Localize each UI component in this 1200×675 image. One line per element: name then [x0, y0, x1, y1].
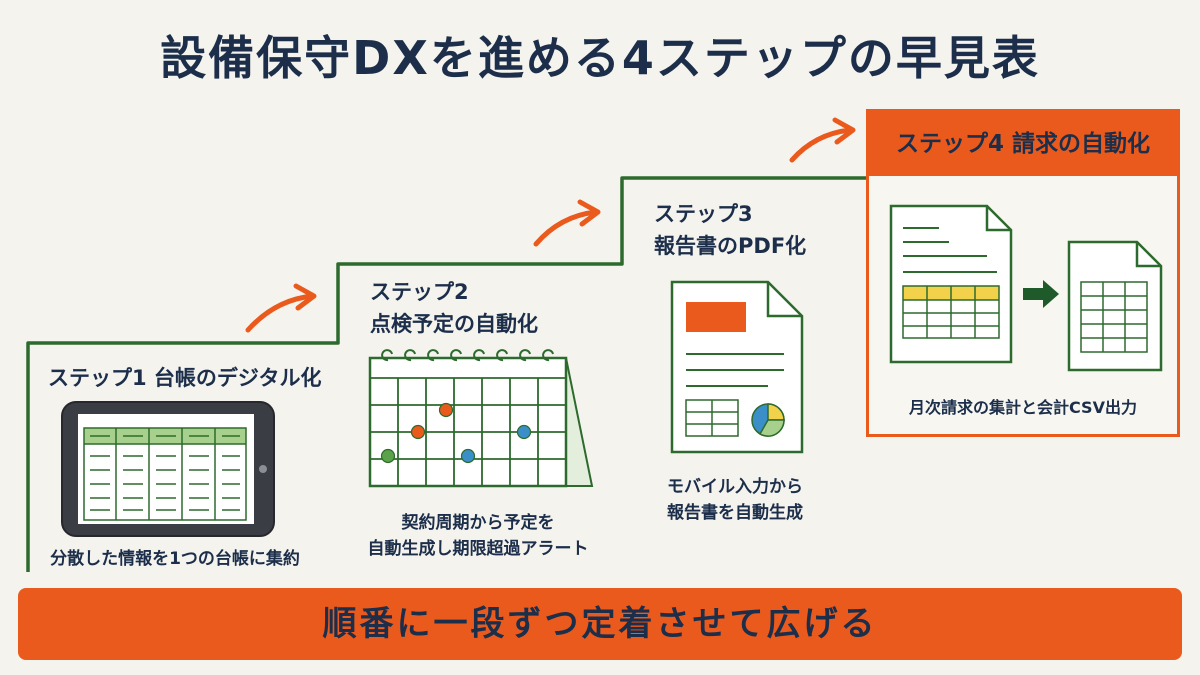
step2-description-line1: 契約周期から予定を [401, 513, 555, 533]
step3-label-line2: 報告書のPDF化 [654, 234, 807, 258]
step3-label: ステップ3 報告書のPDF化 [654, 198, 806, 262]
stair-line [26, 176, 868, 572]
step1-description: 分散した情報を1つの台帳に集約 [50, 549, 300, 569]
arrow-icon [533, 199, 601, 247]
right-arrow-icon [1023, 280, 1059, 308]
step3-description: モバイル入力から 報告書を自動生成 [620, 474, 850, 526]
step4-description: 月次請求の集計と会計CSV出力 [909, 398, 1137, 417]
step3-description-line2: 報告書を自動生成 [667, 503, 803, 523]
csv-file-icon [1067, 240, 1163, 372]
pie-chart-icon [751, 403, 785, 437]
report-document-icon [670, 280, 804, 454]
tablet-spreadsheet-icon [61, 401, 275, 537]
step3-description-line1: モバイル入力から [667, 477, 803, 497]
step2-label-line2: 点検予定の自動化 [370, 312, 538, 336]
step4-label: ステップ4 請求の自動化 [869, 112, 1177, 176]
step3-label-line1: ステップ3 [654, 202, 753, 226]
step4-card: ステップ4 請求の自動化 [866, 109, 1180, 437]
page-title: 設備保守DXを進める4ステップの早見表 [160, 31, 1040, 85]
footer-banner: 順番に一段ずつ定着させて広げる [18, 588, 1182, 660]
step2-label: ステップ2 点検予定の自動化 [370, 276, 538, 340]
step2-label-line1: ステップ2 [370, 280, 469, 304]
step1-label: ステップ1 台帳のデジタル化 [48, 366, 322, 390]
step2-description: 契約周期から予定を 自動生成し期限超過アラート [318, 510, 638, 562]
invoice-to-csv-icon [889, 204, 1163, 372]
arrow-icon [789, 117, 856, 163]
calendar-icon [368, 349, 594, 488]
invoice-document-icon [889, 204, 1013, 364]
arrow-icon [245, 283, 317, 333]
step2-description-line2: 自動生成し期限超過アラート [367, 539, 589, 559]
